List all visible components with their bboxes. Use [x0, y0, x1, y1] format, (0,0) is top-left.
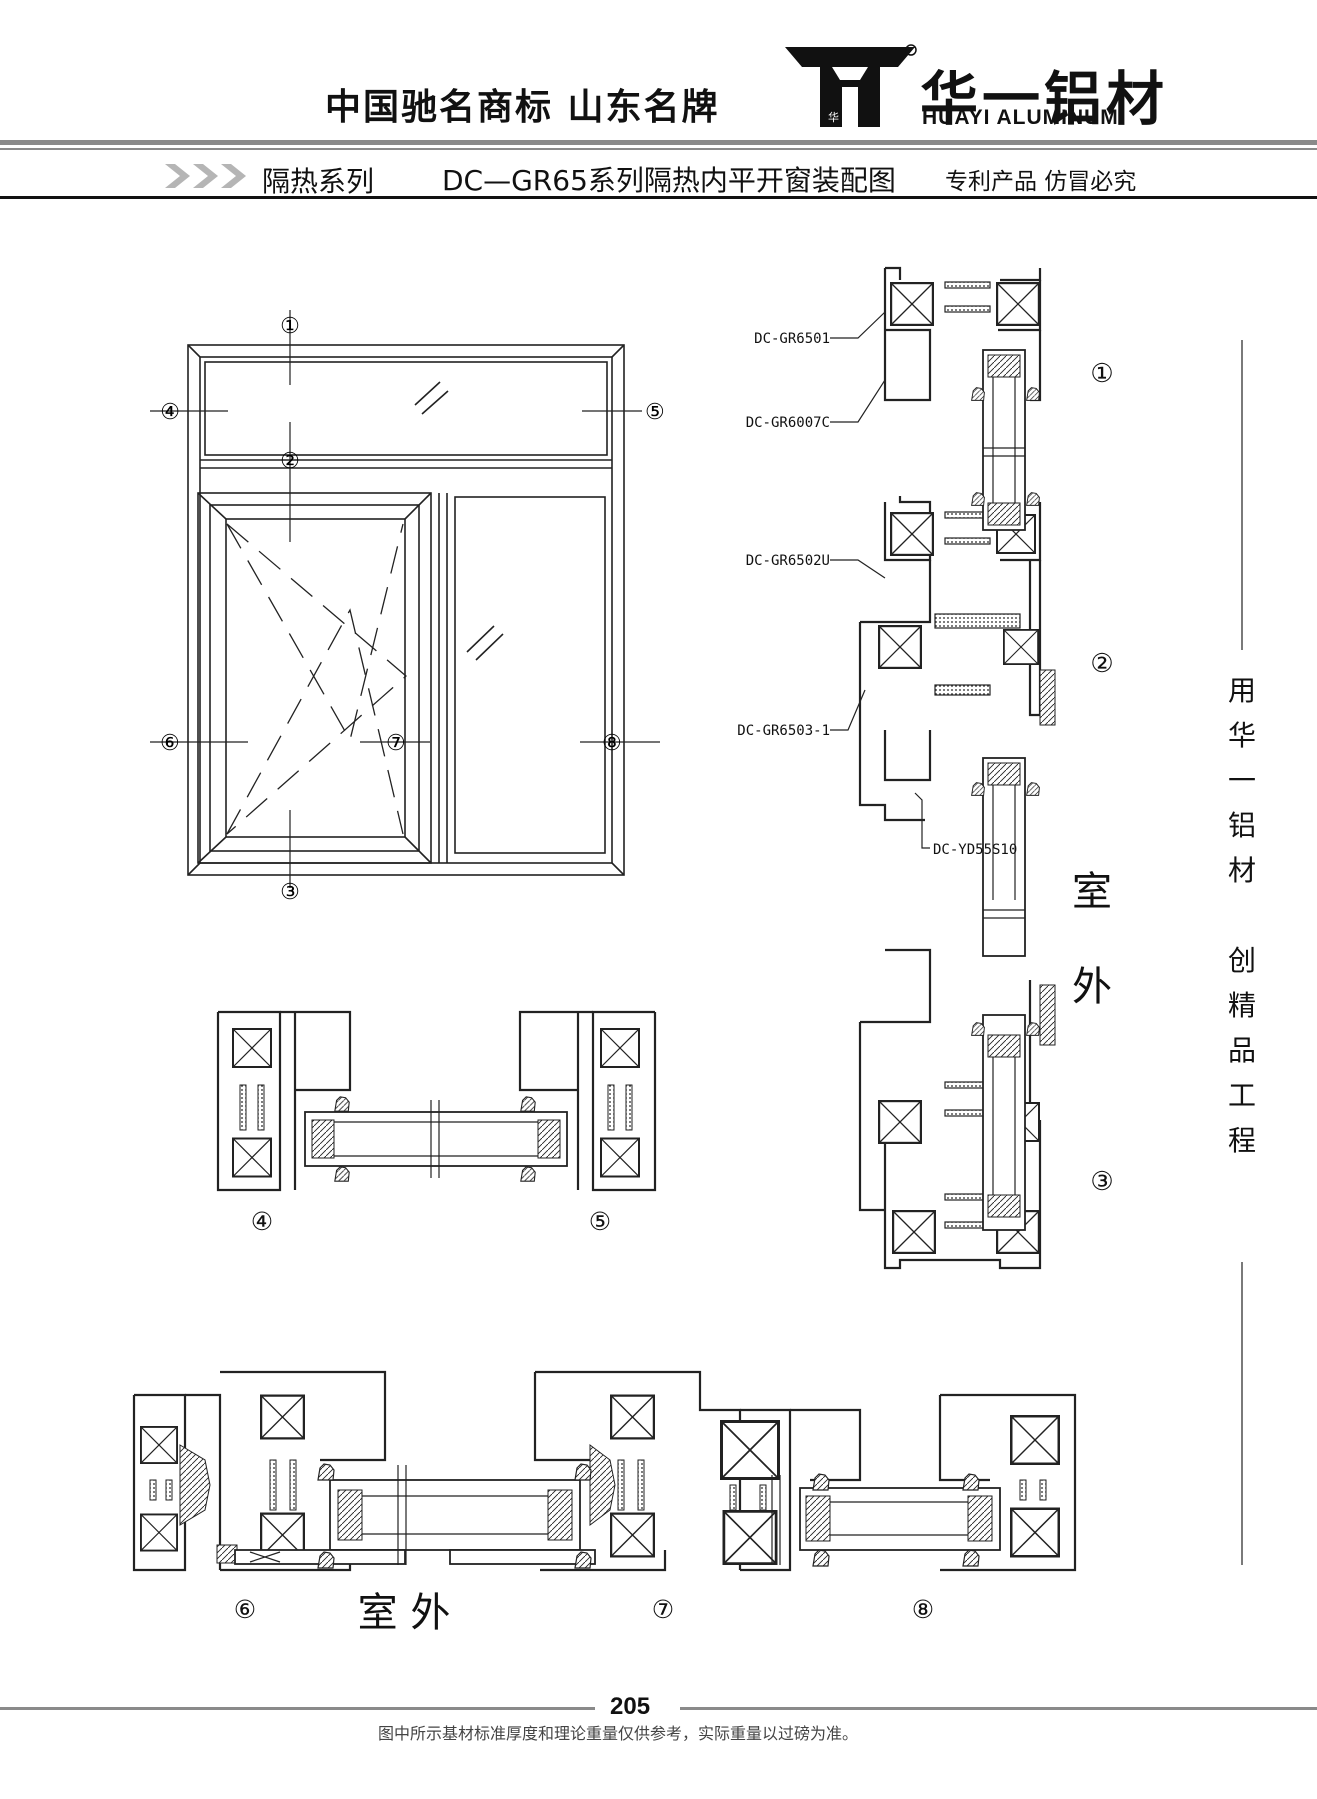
elev-marker-2: ② — [280, 449, 300, 474]
series-label: 隔热系列 — [262, 165, 375, 198]
elev-marker-5: ⑤ — [645, 400, 665, 425]
header-slogan: 中国驰名商标 山东名牌 — [325, 86, 720, 128]
hsec-marker-5: ⑤ — [589, 1207, 611, 1236]
side-char: 材 — [1227, 854, 1256, 887]
hsec-marker-4: ④ — [251, 1207, 273, 1236]
outdoor-vertical-2: 外 — [1072, 964, 1112, 1010]
header-rules — [0, 140, 1317, 199]
side-char: 华 — [1227, 719, 1256, 752]
elev-marker-3: ③ — [280, 880, 300, 905]
side-char: 工 — [1227, 1079, 1256, 1112]
elev-marker-8: ⑧ — [602, 731, 622, 756]
vsec-marker-1: ① — [1090, 359, 1113, 389]
chevron-arrows-icon — [165, 164, 246, 188]
elev-marker-6: ⑥ — [160, 731, 180, 756]
part-label-gr6503: DC-GR6503-1 — [737, 723, 830, 739]
vsec-marker-3: ③ — [1090, 1167, 1113, 1197]
brand-logo-icon: 华 一 — [785, 44, 917, 127]
vsec-marker-2: ② — [1090, 649, 1113, 679]
hsec-marker-8: ⑧ — [912, 1595, 934, 1624]
part-label-gr6007c: DC-GR6007C — [746, 415, 830, 431]
side-slogan: 用 华 一 铝 材 创 精 品 工 程 — [1222, 668, 1262, 1163]
part-label-gr6502u: DC-GR6502U — [746, 553, 830, 569]
outdoor-vertical-1: 室 — [1072, 869, 1112, 915]
part-label-gr6501: DC-GR6501 — [754, 331, 830, 347]
section-6-7-8: ⑥ ⑦ ⑧ 室 外 — [132, 1370, 1077, 1636]
section-4-5: ④ ⑤ — [216, 1010, 657, 1236]
footer-rules — [0, 1707, 1317, 1710]
side-char: 铝 — [1227, 809, 1256, 842]
elev-marker-1: ① — [280, 314, 300, 339]
brand-name-en: HUAYI ALUMINUM — [922, 106, 1119, 129]
patent-notice: 专利产品 仿冒必究 — [945, 169, 1137, 195]
side-char — [1222, 893, 1262, 938]
elev-marker-7: ⑦ — [386, 731, 406, 756]
drawing-title: DC—GR65系列隔热内平开窗装配图 — [442, 164, 896, 197]
side-char: 一 — [1227, 764, 1256, 797]
outdoor-horizontal: 室 外 — [358, 1590, 451, 1636]
window-elevation: ① ④ ⑤ ② ⑥ ⑦ ⑧ ③ — [150, 310, 665, 905]
part-label-yd55s10: DC-YD55S10 — [933, 842, 1017, 858]
brand-name-cn: 华一铝材 — [920, 65, 1169, 133]
side-char: 精 — [1227, 989, 1256, 1022]
side-char: 创 — [1227, 944, 1256, 977]
page-number: 205 — [610, 1693, 651, 1720]
hsec-marker-7: ⑦ — [652, 1595, 674, 1624]
side-char: 用 — [1227, 674, 1256, 707]
vertical-section: DC-GR6501 DC-GR6007C DC-GR6502U DC-GR650… — [737, 266, 1114, 1270]
side-char: 程 — [1227, 1124, 1256, 1157]
side-rules — [1241, 340, 1243, 1565]
side-char: 品 — [1227, 1034, 1256, 1067]
elev-marker-4: ④ — [160, 400, 180, 425]
footnote: 图中所示基材标准厚度和理论重量仅供参考，实际重量以过磅为准。 — [378, 1724, 859, 1743]
logo-mark-text: 华 一 — [828, 110, 854, 124]
hsec-marker-6: ⑥ — [234, 1595, 256, 1624]
